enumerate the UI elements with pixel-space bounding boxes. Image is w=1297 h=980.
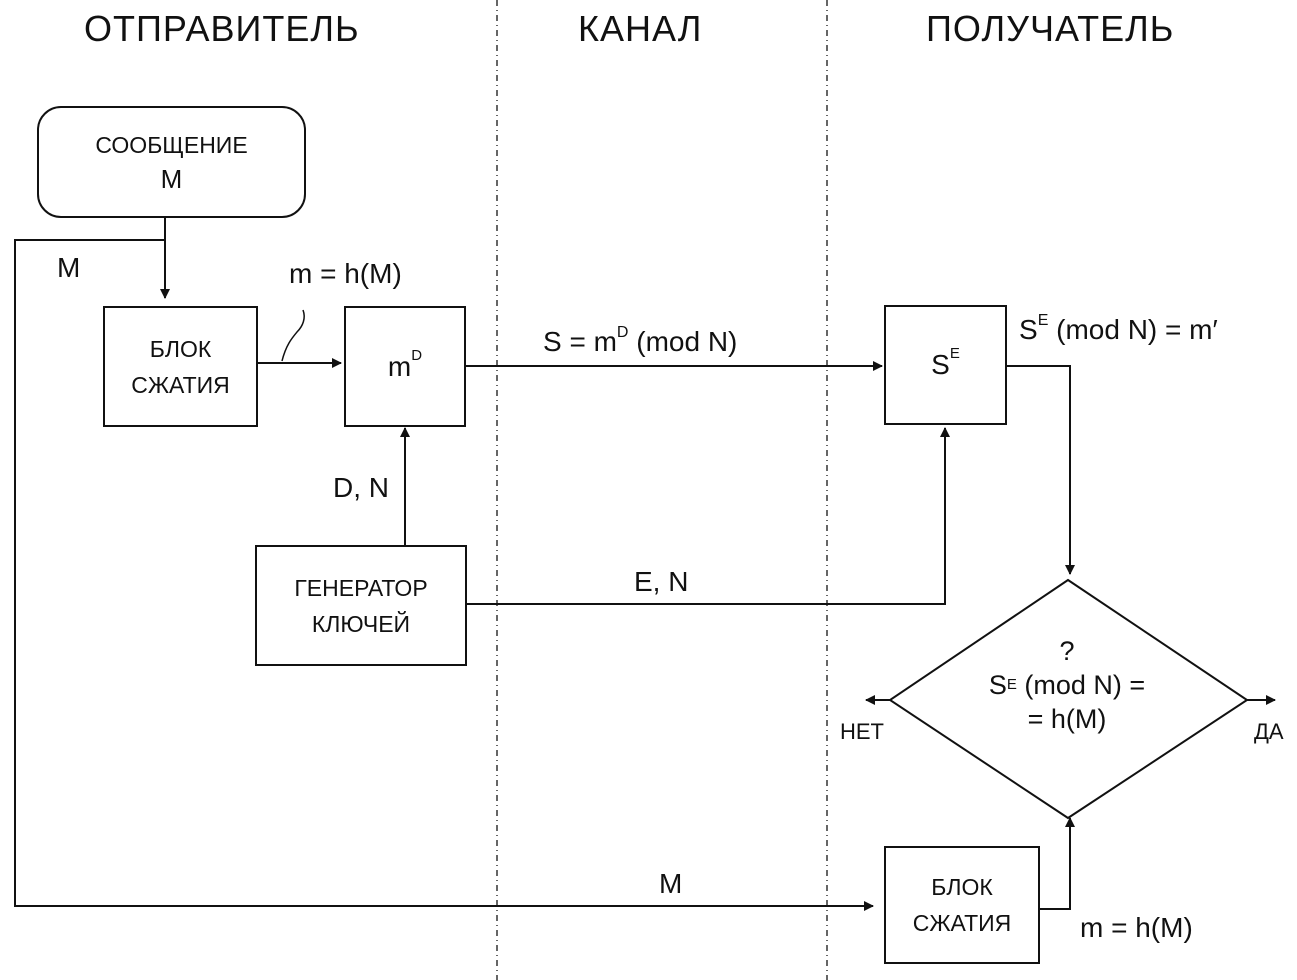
message-label: СООБЩЕНИЕ <box>95 132 248 158</box>
arrow-keygen-to-verify <box>467 427 950 605</box>
signing-formula: mD <box>387 346 423 382</box>
header-sender: ОТПРАВИТЕЛЬ <box>84 8 360 49</box>
label-message-bottom: M <box>659 868 683 899</box>
signing-block: mD <box>344 306 466 427</box>
header-receiver: ПОЛУЧАТЕЛЬ <box>926 8 1175 49</box>
decision-diamond <box>888 578 1249 820</box>
message-symbol: M <box>160 164 183 194</box>
decision-text: ? SE (mod N) = = h(M) <box>940 634 1194 736</box>
verification-block: SE <box>884 305 1007 425</box>
key-generator-block: ГЕНЕРАТОР КЛЮЧЕЙ <box>255 545 467 666</box>
compression-label-1: БЛОК <box>149 335 212 362</box>
label-hash-receiver: m = h(M) <box>1080 912 1193 943</box>
compression-receiver-label-1: БЛОК <box>931 874 993 900</box>
compression-receiver-label-2: СЖАТИЯ <box>912 910 1012 936</box>
keygen-label-2: КЛЮЧЕЙ <box>311 610 411 637</box>
keygen-label-1: ГЕНЕРАТОР <box>294 574 428 601</box>
label-verify-result: SE (mod N) = m′ <box>1019 312 1218 345</box>
label-private-key: D, N <box>333 472 389 503</box>
arrow-compress-to-decision <box>1040 817 1075 910</box>
verification-formula: SE <box>931 345 960 380</box>
decision-no-label: НЕТ <box>840 719 884 744</box>
message-block: СООБЩЕНИЕ M <box>37 106 306 218</box>
compression-label-2: СЖАТИЯ <box>131 371 230 398</box>
label-hash-sender: m = h(M) <box>289 258 402 289</box>
label-signature: S = mD (mod N) <box>543 324 738 357</box>
arrow-verify-to-decision <box>1007 365 1075 575</box>
decision-question: ? <box>1059 636 1075 666</box>
decision-hash: = h(M) <box>1027 704 1107 734</box>
label-message-left: M <box>57 252 81 283</box>
decision-yes-label: ДА <box>1254 719 1284 744</box>
header-channel: КАНАЛ <box>578 8 703 49</box>
compression-block-receiver: БЛОК СЖАТИЯ <box>884 846 1040 964</box>
hash-label-leader <box>281 309 305 362</box>
compression-block-sender: БЛОК СЖАТИЯ <box>103 306 258 427</box>
label-public-key: E, N <box>634 566 689 597</box>
decision-condition: SE (mod N) = <box>988 670 1146 700</box>
line-message-bypass <box>14 239 874 911</box>
